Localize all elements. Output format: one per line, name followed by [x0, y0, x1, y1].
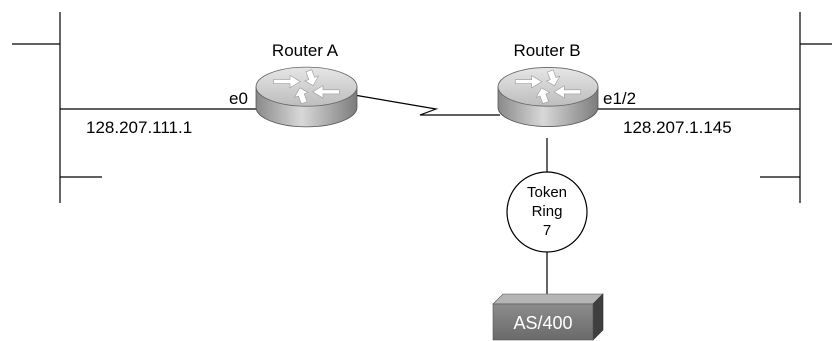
token-ring-icon [506, 171, 588, 253]
router-b-address: 128.207.1.145 [623, 118, 732, 137]
router-icon [497, 67, 599, 127]
token-ring-line3: 7 [543, 222, 551, 239]
serial-link [353, 94, 500, 116]
router-b-interface: e1/2 [603, 89, 636, 108]
router-b: Router B e1/2 128.207.1.145 [497, 41, 732, 137]
router-b-label: Router B [513, 41, 580, 60]
as400-server-icon [492, 293, 604, 341]
router-a-address: 128.207.111.1 [86, 118, 192, 137]
router-a: Router A e0 128.207.111.1 [86, 41, 358, 137]
token-ring-line2: Ring [532, 203, 563, 220]
router-icon [255, 66, 358, 128]
as400-label: AS/400 [513, 313, 572, 333]
router-a-interface: e0 [229, 89, 248, 108]
left-ethernet-segment [12, 12, 258, 203]
router-a-label: Router A [272, 41, 339, 60]
token-ring: Token Ring 7 [506, 171, 588, 253]
token-ring-line1: Token [527, 184, 567, 201]
as400-host: AS/400 [492, 293, 604, 341]
right-ethernet-segment [596, 12, 832, 203]
